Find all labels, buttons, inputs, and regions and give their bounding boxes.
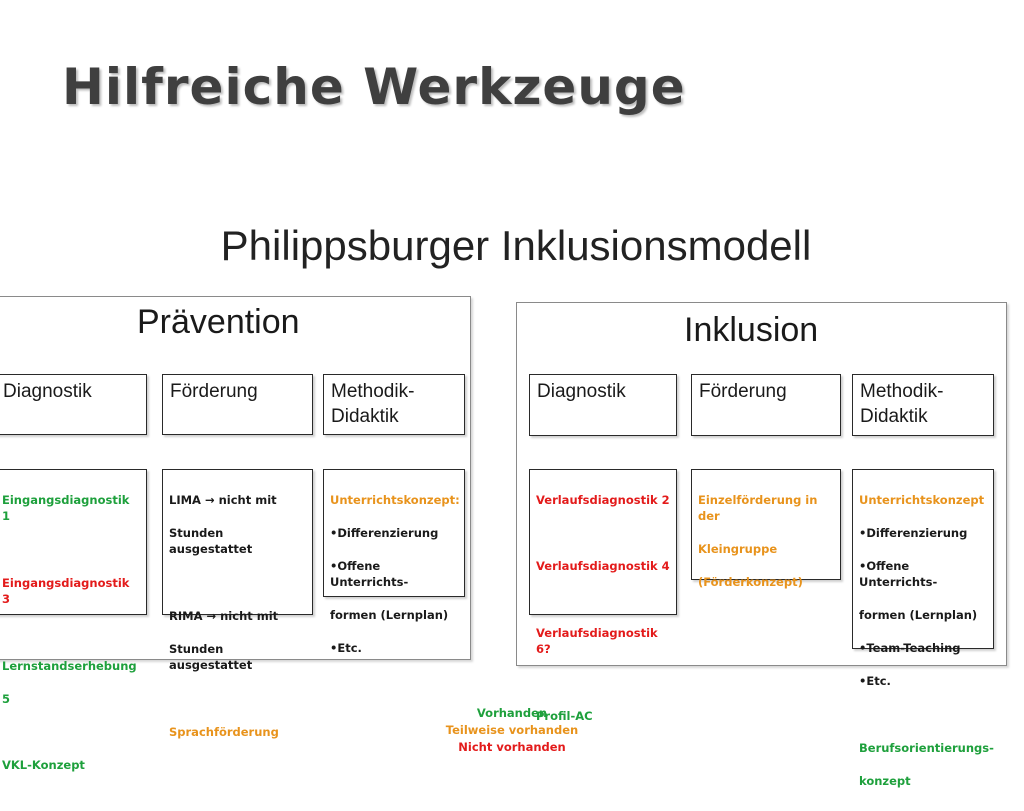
praevention-diagnostik-line-2: Lernstandserhebung [2,658,137,673]
praevention-foerderung-line-4: Sprachförderung [169,724,279,739]
inklusion-methodik-line-3: formen (Lernplan) [859,608,978,622]
praevention-foerderung-content: LIMA → nicht mit Stunden ausgestattet RI… [162,469,313,739]
praevention-diagnostik-line-1: Eingangsdiagnostik 3 [2,575,130,607]
legend-nicht-vorhanden: Nicht vorhanden [458,740,566,754]
praevention-diagnostik-line-3: 5 [2,691,11,706]
legend-teilweise-vorhanden: Teilweise vorhanden [445,723,579,737]
praevention-methodik-header: Methodik- Didaktik [323,374,465,435]
inklusion-diagnostik-line-0: Verlaufsdiagnostik 2 [536,492,670,507]
praevention-foerderung-label: Förderung [170,381,258,402]
inklusion-diagnostik-line-3: Profil-AC [536,708,593,723]
praevention-methodik-line-2: •Offene Unterrichts- [330,558,409,590]
praevention-foerderung-list: LIMA → nicht mit Stunden ausgestattet RI… [163,470,312,762]
praevention-methodik-list: Unterrichtskonzept: •Differenzierung •Of… [324,470,464,678]
inklusion-methodik-label-2: Didaktik [860,406,928,427]
inklusion-diagnostik-line-1: Verlaufsdiagnostik 4 [536,559,670,573]
inklusion-diagnostik-content: Verlaufsdiagnostik 2 Verlaufsdiagnostik … [529,469,677,723]
inklusion-foerderung-list: Einzelförderung in der Kleingruppe (Förd… [692,470,840,612]
inklusion-foerderung-label: Förderung [699,381,787,402]
inklusion-methodik-label-1: Methodik- [860,381,944,402]
color-legend: Vorhanden Teilweise vorhanden Nicht vorh… [0,705,1024,756]
praevention-foerderung-line-2: RIMA → nicht mit [169,608,279,623]
praevention-methodik-line-4: •Etc. [330,641,362,655]
praevention-diagnostik-line-4: VKL-Konzept [2,758,85,772]
slide-subtitle: Philippsburger Inklusionsmodell [220,222,812,269]
praevention-methodik-label-1: Methodik- [331,381,415,402]
inklusion-foerderung-content: Einzelförderung in der Kleingruppe (Förd… [691,469,841,589]
inklusion-foerderung-line-2: (Förderkonzept) [698,575,803,589]
praevention-diagnostik-list: Eingangsdiagnostik 1 Eingangsdiagnostik … [0,470,146,795]
praevention-methodik-label-2: Didaktik [331,406,399,427]
inklusion-methodik-line-2: •Offene Unterrichts- [859,558,938,590]
praevention-methodik-content: Unterrichtskonzept: •Differenzierung •Of… [323,469,465,655]
praevention-foerderung-line-3: Stunden ausgestattet [169,641,253,673]
praevention-foerderung-line-1: Stunden ausgestattet [169,525,253,557]
inklusion-foerderung-line-1: Kleingruppe [698,542,778,556]
inklusion-foerderung-line-0: Einzelförderung in der [698,492,818,524]
inklusion-methodik-header: Methodik- Didaktik [852,374,994,436]
inklusion-methodik-line-7: konzept [859,773,911,788]
praevention-title: Prävention [137,303,300,341]
praevention-diagnostik-header: Diagnostik [0,374,147,435]
inklusion-panel: Inklusion Diagnostik Förderung Methodik-… [516,302,1007,788]
inklusion-diagnostik-line-2: Verlaufsdiagnostik 6? [536,625,658,657]
inklusion-methodik-line-4: •Team-Teaching [859,641,961,655]
inklusion-diagnostik-list: Verlaufsdiagnostik 2 Verlaufsdiagnostik … [530,470,676,746]
praevention-methodik-line-1: •Differenzierung [330,525,439,540]
inklusion-title: Inklusion [684,311,819,349]
praevention-foerderung-header: Förderung [162,374,313,435]
inklusion-methodik-line-5: •Etc. [859,674,891,688]
inklusion-methodik-content: Unterrichtskonzept •Differenzierung •Off… [852,469,994,788]
praevention-diagnostik-line-0: Eingangsdiagnostik 1 [2,492,130,524]
slide-title: Hilfreiche Werkzeuge [62,58,686,116]
inklusion-methodik-list: Unterrichtskonzept •Differenzierung •Off… [853,470,994,811]
inklusion-methodik-line-6: Berufsorientierungs- [859,740,994,755]
inklusion-methodik-line-1: •Differenzierung [859,525,968,540]
praevention-diagnostik-label: Diagnostik [3,381,92,402]
inklusion-methodik-line-0: Unterrichtskonzept [859,492,985,507]
praevention-diagnostik-content: Eingangsdiagnostik 1 Eingangsdiagnostik … [0,469,147,772]
inklusion-diagnostik-label: Diagnostik [537,381,626,402]
praevention-panel: Prävention Diagnostik Förderung Methodik… [0,296,471,772]
praevention-methodik-line-0: Unterrichtskonzept: [330,492,460,507]
inklusion-diagnostik-header: Diagnostik [529,374,677,436]
legend-vorhanden: Vorhanden [476,706,548,720]
praevention-methodik-label: Methodik- Didaktik [324,375,464,433]
praevention-foerderung-line-0: LIMA → nicht mit [169,492,277,507]
inklusion-methodik-label: Methodik- Didaktik [853,375,993,433]
praevention-methodik-line-3: formen (Lernplan) [330,608,449,622]
inklusion-foerderung-header: Förderung [691,374,841,436]
